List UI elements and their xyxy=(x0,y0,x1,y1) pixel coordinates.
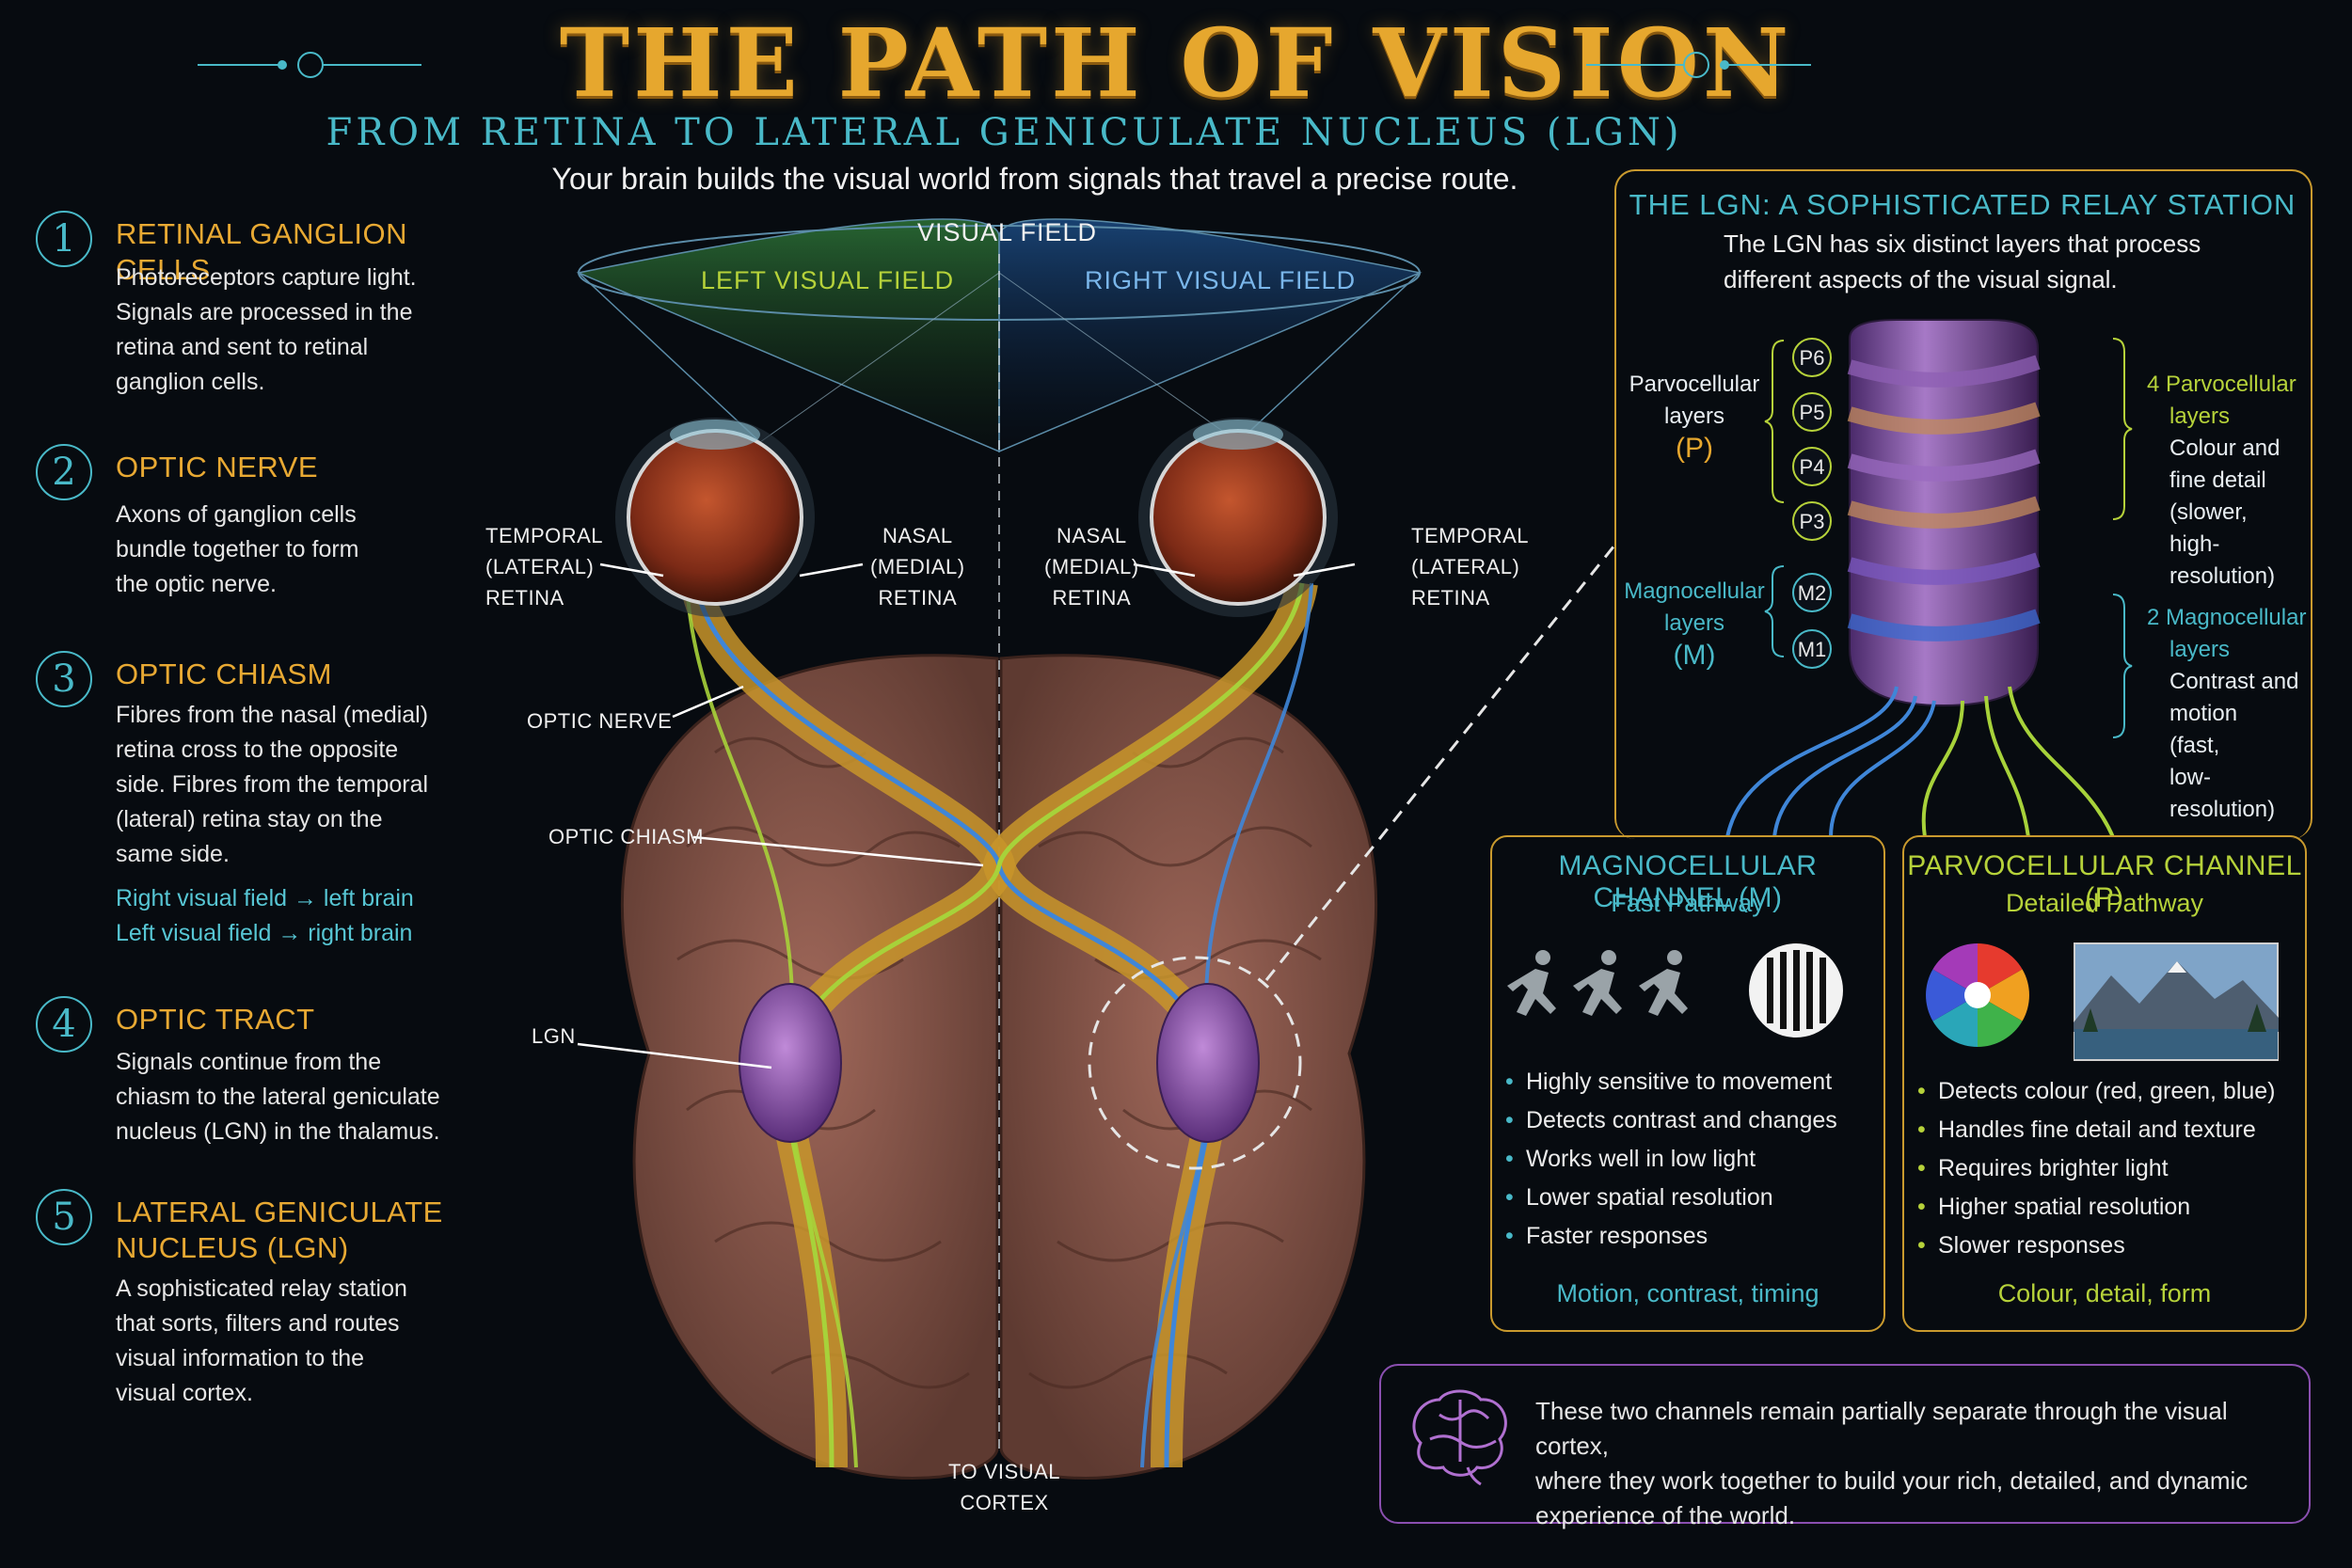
layer-badge-p6: P6 xyxy=(1792,338,1832,377)
visual-field-label: VISUAL FIELD xyxy=(917,218,1098,246)
step-title: RETINAL GANGLION CELLS xyxy=(116,217,408,286)
list-item: Handles fine detail and texture xyxy=(1917,1111,2276,1149)
summary-box xyxy=(1379,1364,2311,1524)
svg-text:M2: M2 xyxy=(1798,581,1827,605)
optic-fibres xyxy=(680,579,1318,1468)
right-visual-field-label: RIGHT VISUAL FIELD xyxy=(1085,266,1357,294)
magno-title: MAGNOCELLULAR CHANNEL (M) xyxy=(1558,850,1818,913)
magno-bullets: Highly sensitive to movement Detects con… xyxy=(1505,1063,1837,1256)
brain-icon xyxy=(1412,1389,1507,1486)
list-item: Slower responses xyxy=(1917,1227,2276,1265)
left-lgn xyxy=(739,983,842,1143)
layer-badge-p4: P4 xyxy=(1792,447,1832,486)
magno-right-bracket xyxy=(2112,594,2133,738)
lgn-highlight-circle xyxy=(1088,956,1302,1170)
optic-chiasm-label: OPTIC CHIASM xyxy=(548,825,704,848)
tagline: Your brain builds the visual world from … xyxy=(551,162,1518,196)
parvo-bullets: Detects colour (red, green, blue) Handle… xyxy=(1917,1072,2276,1265)
lgn-zoom-line xyxy=(1264,545,1616,981)
layer-badge-p3: P3 xyxy=(1792,501,1832,541)
list-item: Lower spatial resolution xyxy=(1505,1179,1837,1217)
lgn-panel-title: THE LGN: A SOPHISTICATED RELAY STATION xyxy=(1629,188,2296,221)
list-item: Detects colour (red, green, blue) xyxy=(1917,1072,2276,1111)
lgn-cylinder xyxy=(1847,319,2041,707)
lgn-label: LGN xyxy=(532,1024,576,1048)
nasal-retina-left-label: NASAL(MEDIAL)RETINA xyxy=(870,524,965,610)
svg-text:P6: P6 xyxy=(1800,346,1825,370)
svg-text:P3: P3 xyxy=(1800,510,1825,533)
step-title: OPTIC NERVE xyxy=(116,451,319,483)
lgn-layered-model: P6 P5 P4 P3 M2 M1 xyxy=(1725,319,2133,837)
magno-bracket xyxy=(1764,565,1785,657)
label-pointers xyxy=(577,562,1356,1069)
svg-text:P5: P5 xyxy=(1800,401,1825,424)
list-item: Detects contrast and changes xyxy=(1505,1101,1837,1140)
step-number: 1 xyxy=(36,211,92,267)
right-eye xyxy=(1138,418,1338,617)
magno-subtitle: Fast Pathway xyxy=(1611,889,1765,917)
list-item: Faster responses xyxy=(1505,1217,1837,1256)
layer-badge-m1: M1 xyxy=(1792,629,1832,669)
list-item: Highly sensitive to movement xyxy=(1505,1063,1837,1101)
colour-wheel-icon xyxy=(1926,943,2029,1047)
parvo-layers-summary: 4 Parvocellular layers Colour and fine d… xyxy=(2147,372,2296,589)
lgn-panel-description: The LGN has six distinct layers that pro… xyxy=(1724,230,2201,293)
parvo-footer: Colour, detail, form xyxy=(1997,1279,2212,1307)
lgn-panel xyxy=(1614,169,2312,839)
step-text: Fibres from the nasal (medial)retina cro… xyxy=(116,702,429,867)
step-number: 3 xyxy=(36,651,92,707)
left-visual-field-label: LEFT VISUAL FIELD xyxy=(701,266,955,294)
layer-badge-p5: P5 xyxy=(1792,392,1832,432)
svg-text:P4: P4 xyxy=(1800,455,1825,479)
layer-badge-m2: M2 xyxy=(1792,573,1832,612)
magnocellular-channel-card xyxy=(1490,835,1885,1332)
list-item: Higher spatial resolution xyxy=(1917,1188,2276,1227)
lgn-output-fibres xyxy=(1725,686,2115,837)
list-item: Requires brighter light xyxy=(1917,1149,2276,1188)
step-title: OPTIC CHIASM xyxy=(116,657,332,690)
parvo-bracket xyxy=(1764,340,1785,503)
visual-field-cone xyxy=(576,218,1422,453)
title-ornaments xyxy=(198,52,1811,78)
list-item: Works well in low light xyxy=(1505,1140,1837,1179)
step-text: Photoreceptors capture light.Signals are… xyxy=(116,264,417,395)
step-title: OPTIC TRACT xyxy=(116,1003,315,1036)
step-optic-chiasm: 3 OPTIC CHIASM Fibres from the nasal (me… xyxy=(36,651,469,961)
temporal-retina-right-label: TEMPORAL(LATERAL)RETINA xyxy=(1411,524,1530,610)
magno-footer: Motion, contrast, timing xyxy=(1556,1279,1820,1307)
step-number: 2 xyxy=(36,444,92,500)
parvo-subtitle: Detailed Pathway xyxy=(2005,889,2204,917)
parvocellular-channel-card xyxy=(1902,835,2307,1332)
optic-nerve-label: OPTIC NERVE xyxy=(527,709,673,733)
magno-layers-summary: 2 Magnocellular layers Contrast and moti… xyxy=(2147,605,2307,822)
step-number: 4 xyxy=(36,996,92,1053)
running-figures-icon xyxy=(1507,950,1688,1016)
step-number: 5 xyxy=(36,1189,92,1245)
svg-text:M1: M1 xyxy=(1798,638,1827,661)
right-lgn xyxy=(1156,983,1260,1143)
temporal-retina-left-label: TEMPORAL(LATERAL)RETINA xyxy=(485,524,604,610)
step-retinal-ganglion-cells: 1 RETINAL GANGLION CELLS Photoreceptors … xyxy=(36,211,469,399)
landscape-photo-icon xyxy=(2074,942,2279,1061)
summary-text: These two channels remain partially sepa… xyxy=(1535,1397,2249,1529)
page-title: THE PATH OF VISION xyxy=(559,8,1793,119)
parvo-title: PARVOCELLULAR CHANNEL (P) xyxy=(1907,850,2302,913)
parvo-right-bracket xyxy=(2112,338,2133,520)
nasal-retina-right-label: NASAL(MEDIAL)RETINA xyxy=(1044,524,1139,610)
left-eye xyxy=(615,418,815,617)
page-subtitle: FROM RETINA TO LATERAL GENICULATE NUCLEU… xyxy=(326,111,1683,154)
contrast-grating-icon xyxy=(1749,943,1843,1037)
